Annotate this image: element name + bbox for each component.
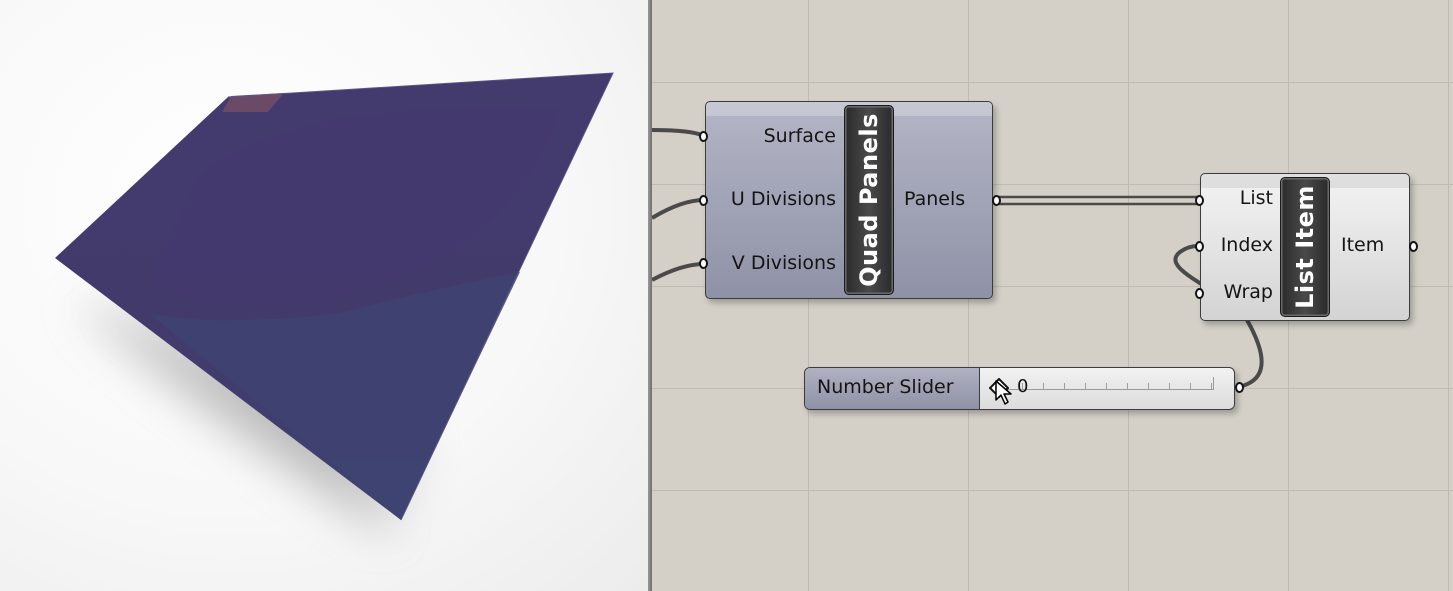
viewport-scene [55,72,614,540]
output-item-label: Item [1341,234,1385,256]
surface-lower-band [150,272,520,520]
surface-shadow [70,300,395,540]
wire-surface-in [652,128,705,138]
wire-udiv-in [652,198,705,220]
input-v-divisions-label: V Divisions [731,252,836,274]
input-surface-label: Surface [763,125,836,147]
slider-label: Number Slider [817,376,954,398]
slider-track[interactable] [1001,377,1214,390]
input-wrap-label: Wrap [1223,281,1273,303]
surface-ring-shade [150,106,560,307]
port-item-output[interactable] [1409,241,1418,252]
quad-panels-component[interactable]: Surface U Divisions V Divisions Quad Pan… [705,101,993,299]
port-panels-output[interactable] [992,195,1001,206]
port-slider-output[interactable] [1235,382,1244,393]
port-surface-input[interactable] [699,131,708,142]
wire-vdiv-in [652,262,705,282]
quad-panels-nickname: Quad Panels [855,113,883,287]
arrow-cursor-icon [995,380,1012,405]
rhino-viewport[interactable] [0,0,648,591]
grasshopper-canvas[interactable]: Surface U Divisions V Divisions Quad Pan… [652,0,1453,591]
input-index-label: Index [1220,234,1273,256]
list-item-nickname: List Item [1291,185,1319,309]
number-slider[interactable]: Number Slider 0 [804,367,1235,410]
slider-value: 0 [1017,376,1029,397]
input-list-label: List [1239,187,1273,209]
quad-surface [55,73,613,520]
port-v-divisions-input[interactable] [699,258,708,269]
port-list-input[interactable] [1195,195,1204,206]
list-item-component[interactable]: List Index Wrap List Item Item [1200,173,1410,321]
slider-label-box[interactable]: Number Slider [805,368,980,409]
viewport-divider[interactable] [648,0,652,591]
list-item-nickname-bar[interactable]: List Item [1280,177,1330,317]
port-wrap-input[interactable] [1195,288,1204,299]
port-index-input[interactable] [1195,241,1204,252]
output-panels-label: Panels [904,188,966,210]
input-u-divisions-label: U Divisions [730,188,836,210]
port-u-divisions-input[interactable] [699,195,708,206]
quad-panels-nickname-bar[interactable]: Quad Panels [844,105,894,295]
selected-panel-highlight [222,93,284,112]
